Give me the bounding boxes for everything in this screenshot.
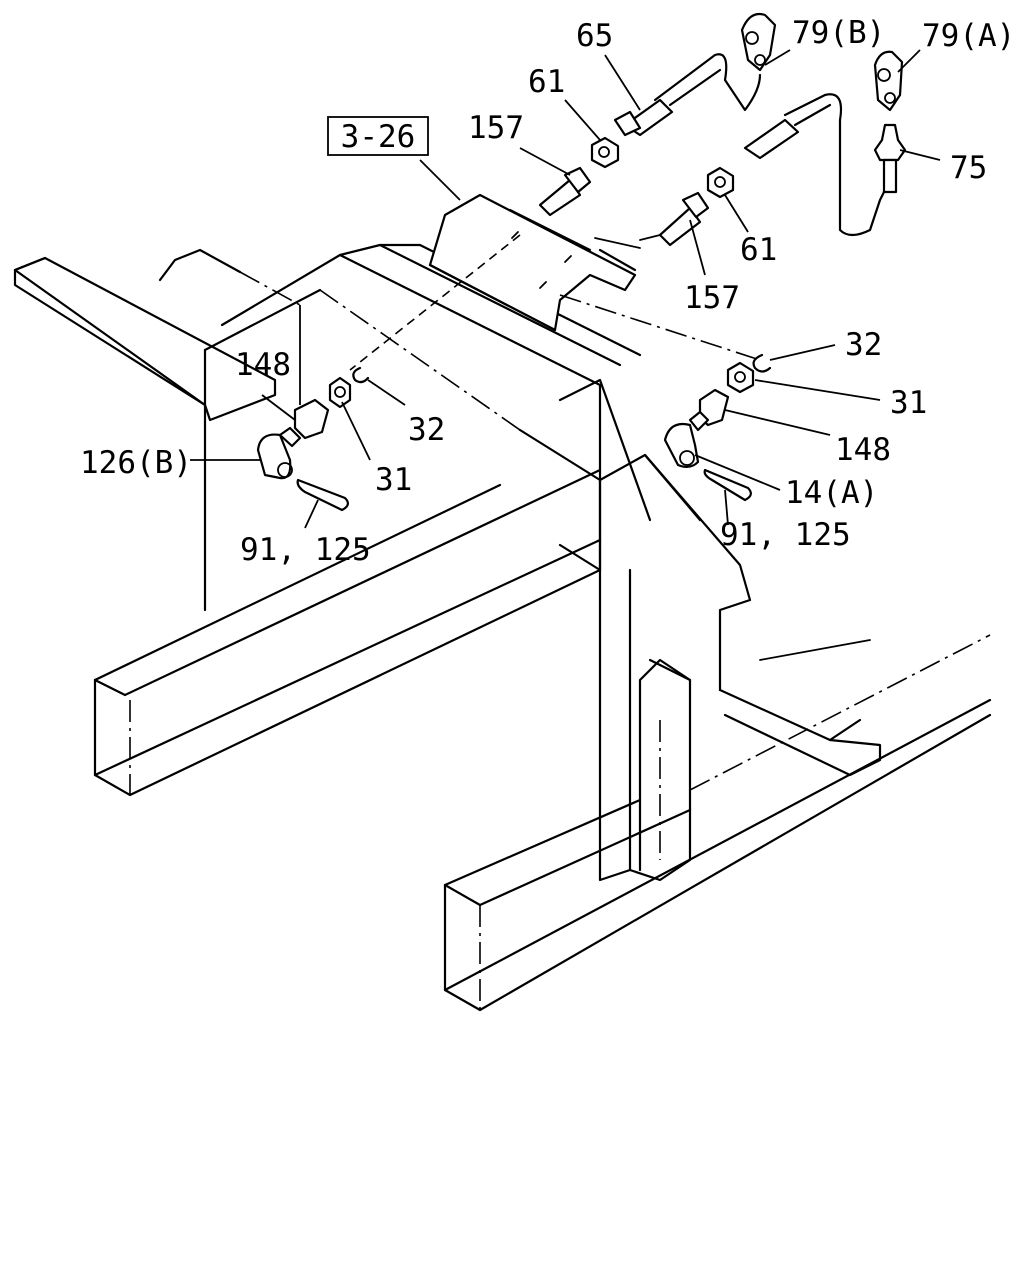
callout-32-right: 32 bbox=[845, 327, 882, 363]
callout-31-left: 31 bbox=[375, 462, 412, 498]
alignment-line-left bbox=[349, 234, 521, 371]
callout-148-right: 148 bbox=[835, 432, 891, 468]
part-157-upper-bolt bbox=[538, 166, 592, 217]
reference-box-label: 3-26 bbox=[341, 119, 416, 155]
part-hose-fitting-right bbox=[743, 118, 800, 160]
callout-labels: 65 79(B) 79(A) 61 157 75 61 157 32 31 14… bbox=[80, 15, 1015, 568]
part-79a-clip bbox=[873, 50, 904, 112]
part-157-lower-bolt bbox=[594, 191, 710, 249]
chassis-frame bbox=[13, 243, 992, 1012]
callout-32-left: 32 bbox=[408, 412, 445, 448]
callout-65: 65 bbox=[576, 18, 613, 54]
upper-hose-assembly bbox=[653, 53, 887, 237]
part-31-right-nut bbox=[726, 361, 755, 394]
callout-157-lower: 157 bbox=[684, 280, 740, 316]
callout-61-lower: 61 bbox=[740, 232, 777, 268]
callout-148-left: 148 bbox=[235, 347, 291, 383]
part-65-fitting bbox=[613, 98, 674, 137]
part-61-lower-nut bbox=[706, 166, 735, 199]
callout-79b: 79(B) bbox=[792, 15, 885, 51]
part-91-125-left-tube bbox=[296, 478, 349, 512]
callout-91-125-left: 91, 125 bbox=[240, 532, 371, 568]
mount-bracket bbox=[428, 193, 637, 332]
callout-61-upper: 61 bbox=[528, 64, 565, 100]
part-91-125-right-tube bbox=[703, 468, 752, 502]
part-75-fitting bbox=[873, 123, 907, 194]
part-126b-elbow bbox=[256, 426, 302, 480]
reference-box: 3-26 bbox=[327, 116, 429, 156]
part-31-left-nut bbox=[328, 376, 352, 409]
callout-126b: 126(B) bbox=[80, 445, 192, 481]
callout-91-125-right: 91, 125 bbox=[720, 517, 851, 553]
part-14a-elbow bbox=[663, 410, 710, 469]
leader-lines bbox=[190, 49, 941, 529]
part-32-right-clip bbox=[752, 353, 772, 373]
part-79b-clip bbox=[740, 12, 777, 72]
callout-75: 75 bbox=[950, 150, 987, 186]
part-32-left-clip bbox=[352, 366, 370, 384]
callout-157-upper: 157 bbox=[468, 110, 524, 146]
part-148-left-sleeve bbox=[293, 398, 330, 440]
part-61-upper-nut bbox=[590, 136, 620, 169]
callout-14a: 14(A) bbox=[785, 475, 878, 511]
callout-79a: 79(A) bbox=[922, 18, 1015, 54]
callout-31-right: 31 bbox=[890, 385, 927, 421]
